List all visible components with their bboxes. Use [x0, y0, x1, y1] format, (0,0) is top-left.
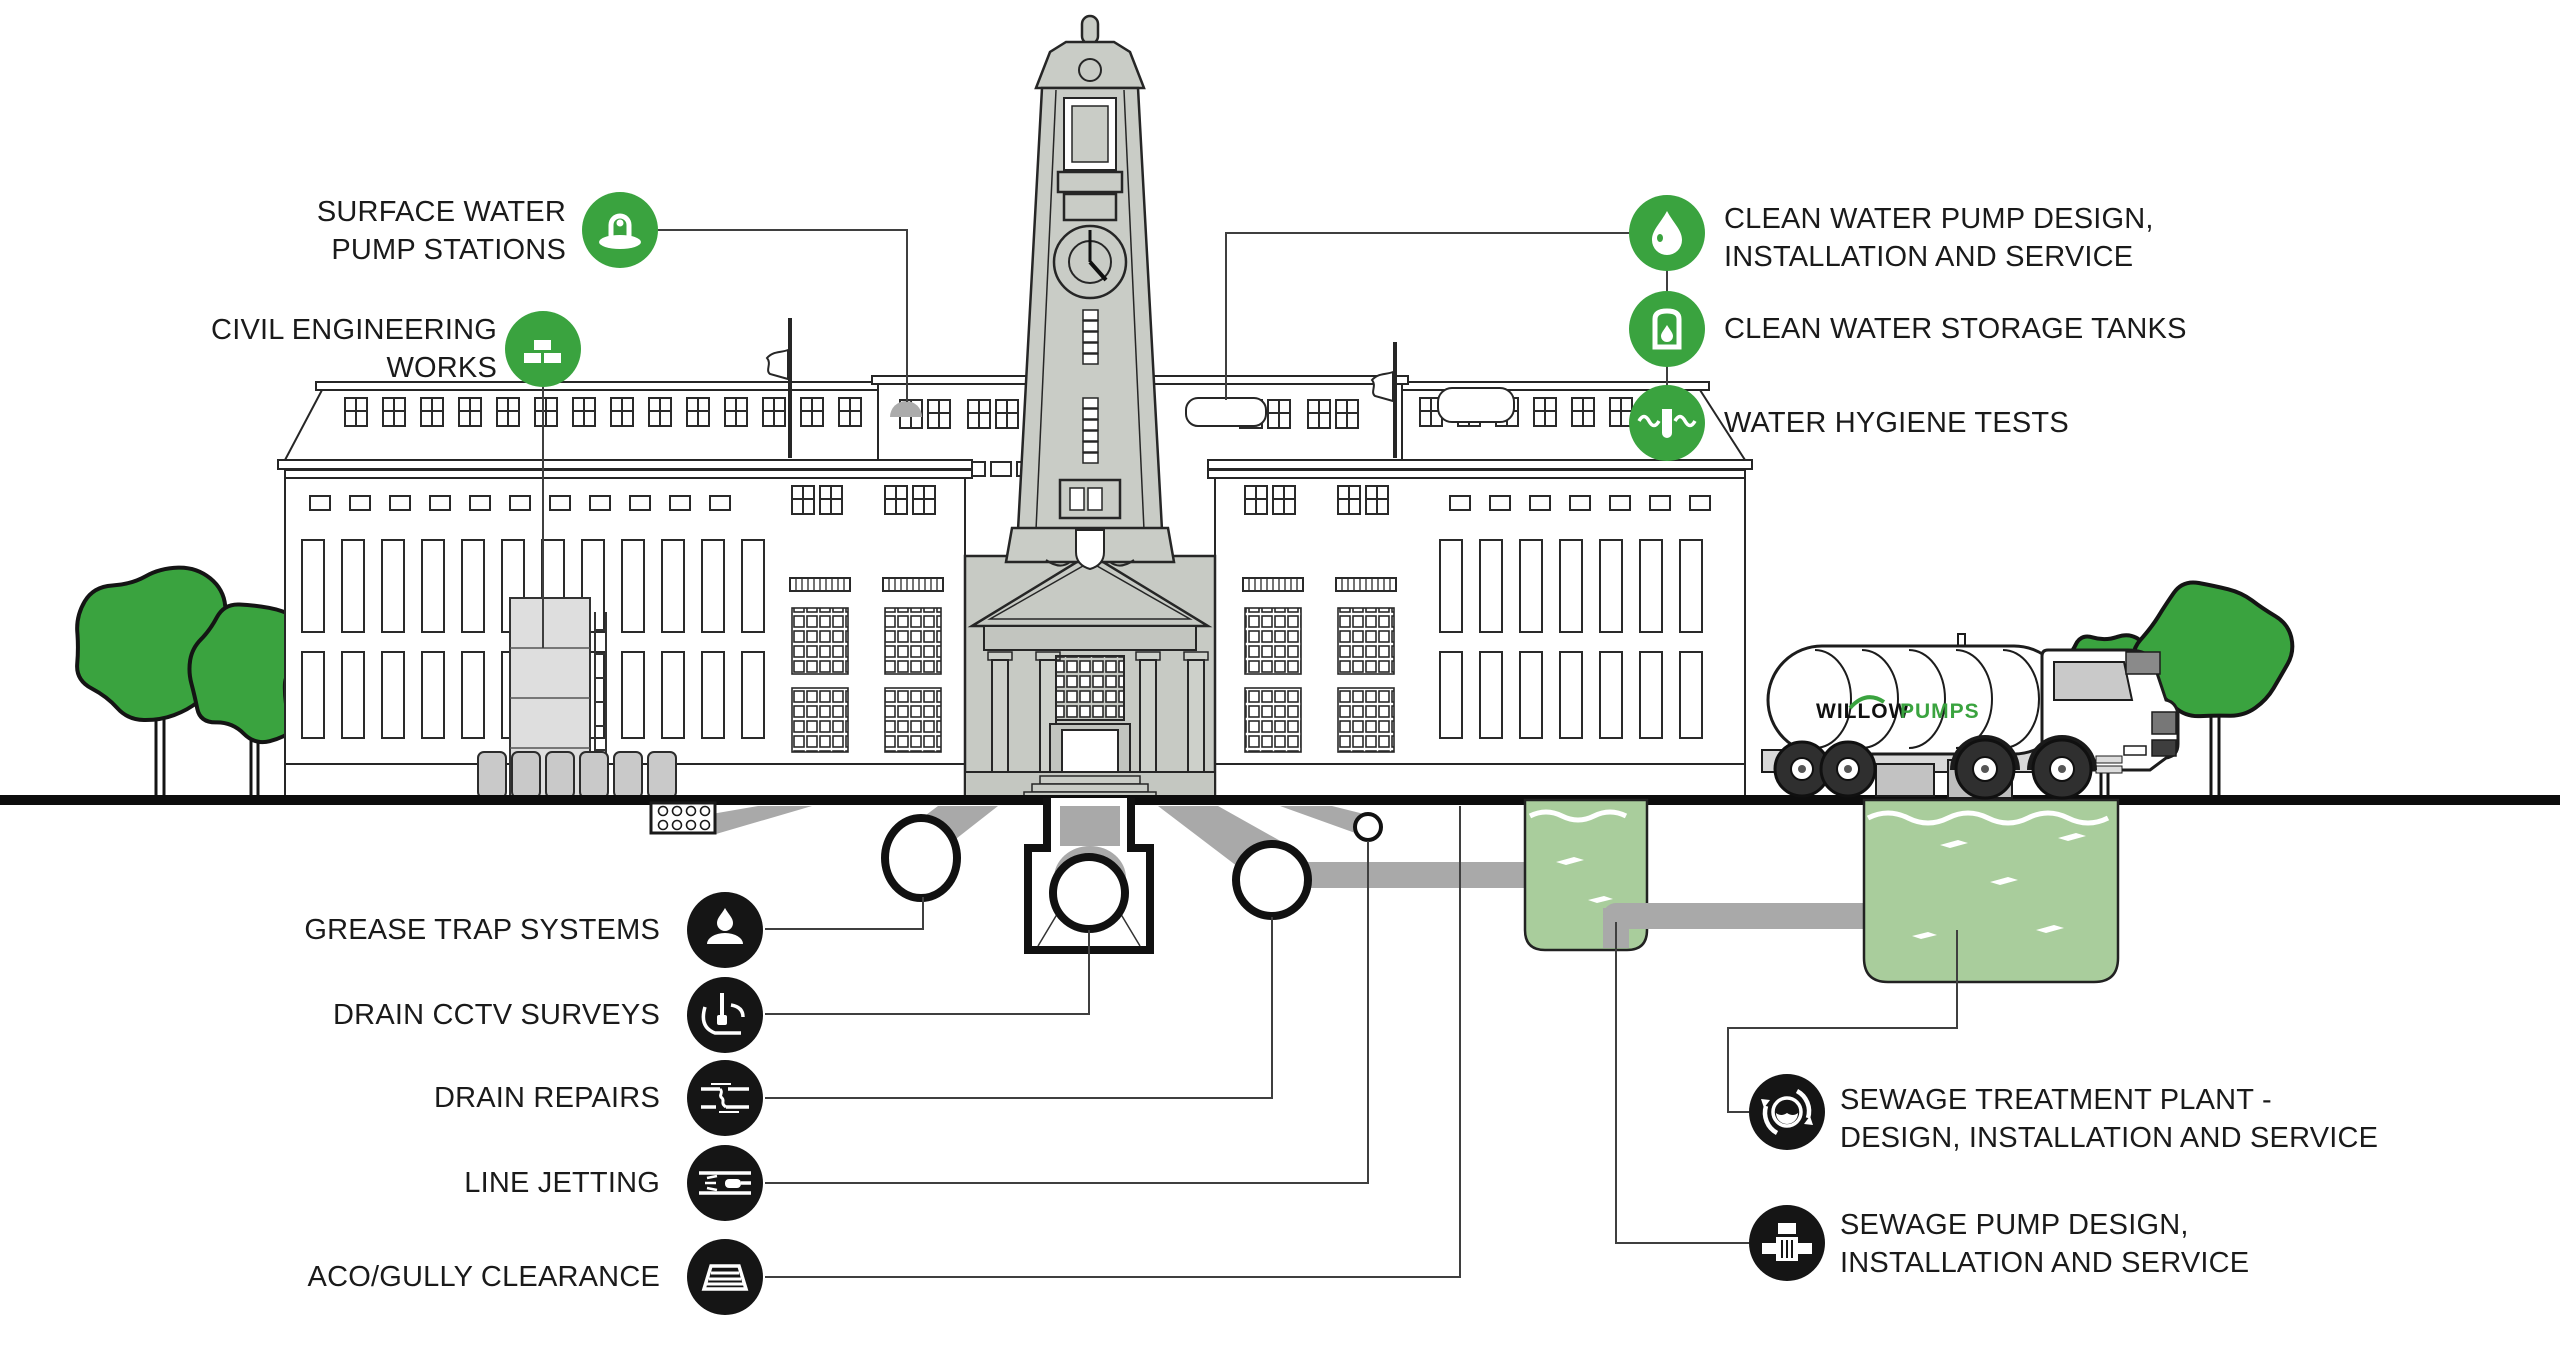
- label-drain-cctv: DRAIN CCTV SURVEYS: [333, 999, 660, 1031]
- label-grease-trap: GREASE TRAP SYSTEMS: [304, 914, 660, 946]
- drain-repairs-badge: [685, 1058, 765, 1138]
- drain-cctv-badge: [685, 975, 765, 1055]
- truck-wheels: [1773, 738, 2093, 800]
- roof-water-tank: [1185, 397, 1267, 427]
- aco-grate: [649, 801, 717, 835]
- treatment-tank: [1862, 798, 2120, 984]
- jetting-nozzle-icon: [687, 1145, 763, 1221]
- flagpole-left: [765, 318, 792, 458]
- surface-water-pump-badge: [580, 190, 660, 270]
- shield-ornament: [1075, 529, 1105, 571]
- label-surface-water-pump-stations: SURFACE WATER PUMP STATIONS: [316, 196, 566, 266]
- label-aco-gully: ACO/GULLY CLEARANCE: [307, 1261, 660, 1293]
- water-hygiene-badge: [1627, 383, 1707, 463]
- truck-brand-word2: PUMPS: [1900, 700, 1980, 723]
- waste-bins: [477, 751, 677, 799]
- label-clean-water-storage: CLEAN WATER STORAGE TANKS: [1724, 313, 2187, 345]
- roof-dome: [890, 401, 922, 417]
- sewer-pipe: [1272, 862, 1530, 888]
- bricks-icon: [505, 311, 581, 387]
- test-tube-icon: [1629, 385, 1705, 461]
- aco-gully-badge: [685, 1237, 765, 1317]
- truck-brand-word1: WILLOW: [1816, 700, 1909, 723]
- manhole-2: [1232, 840, 1312, 920]
- underground: [649, 798, 2120, 984]
- roof-water-tank-2: [1437, 387, 1515, 423]
- label-water-hygiene: WATER HYGIENE TESTS: [1724, 407, 2069, 439]
- line-jetting-badge: [685, 1143, 765, 1223]
- pump-station-icon: [582, 192, 658, 268]
- town-hall-building: [277, 14, 1753, 802]
- label-sewage-treatment: SEWAGE TREATMENT PLANT - DESIGN, INSTALL…: [1840, 1084, 2379, 1154]
- rodding-point: [1353, 812, 1383, 842]
- pump-chamber-tank: [1523, 798, 1866, 952]
- sewage-treatment-badge: [1747, 1072, 1827, 1152]
- portico: [963, 552, 1217, 802]
- tanker-truck: WILLOW PUMPS: [1761, 633, 2180, 800]
- grease-trap-badge: [685, 890, 765, 970]
- clean-water-storage-badge: [1627, 289, 1707, 369]
- cctv-camera-icon: [687, 977, 763, 1053]
- label-civil-engineering-works: CIVIL ENGINEERING WORKS: [211, 314, 497, 384]
- sewage-pump-icon: [1749, 1205, 1825, 1281]
- ground-line: [0, 795, 2560, 805]
- clock-tower: [1004, 14, 1176, 571]
- civil-engineering-badge: [503, 309, 583, 389]
- label-line-jetting: LINE JETTING: [464, 1167, 660, 1199]
- logo-swoosh: [1848, 695, 1886, 710]
- window-grids: [791, 607, 1395, 753]
- label-drain-repairs: DRAIN REPAIRS: [433, 1082, 660, 1114]
- flagpole-right: [1370, 342, 1397, 458]
- label-clean-water-pump: CLEAN WATER PUMP DESIGN, INSTALLATION AN…: [1724, 203, 2154, 273]
- grease-trap-icon: [687, 892, 763, 968]
- connector-lines: [542, 229, 1958, 1278]
- manhole-1: [881, 814, 961, 902]
- cracked-pipe-icon: [687, 1060, 763, 1136]
- grease-trap-chamber: [1024, 798, 1154, 954]
- treatment-cycle-icon: [1749, 1074, 1825, 1150]
- water-droplet-icon: [1629, 195, 1705, 271]
- clean-water-pump-badge: [1627, 193, 1707, 273]
- storage-tank-icon: [1629, 291, 1705, 367]
- label-sewage-pump: SEWAGE PUMP DESIGN, INSTALLATION AND SER…: [1840, 1209, 2250, 1279]
- gully-grate-icon: [687, 1239, 763, 1315]
- sewage-pump-badge: [1747, 1203, 1827, 1283]
